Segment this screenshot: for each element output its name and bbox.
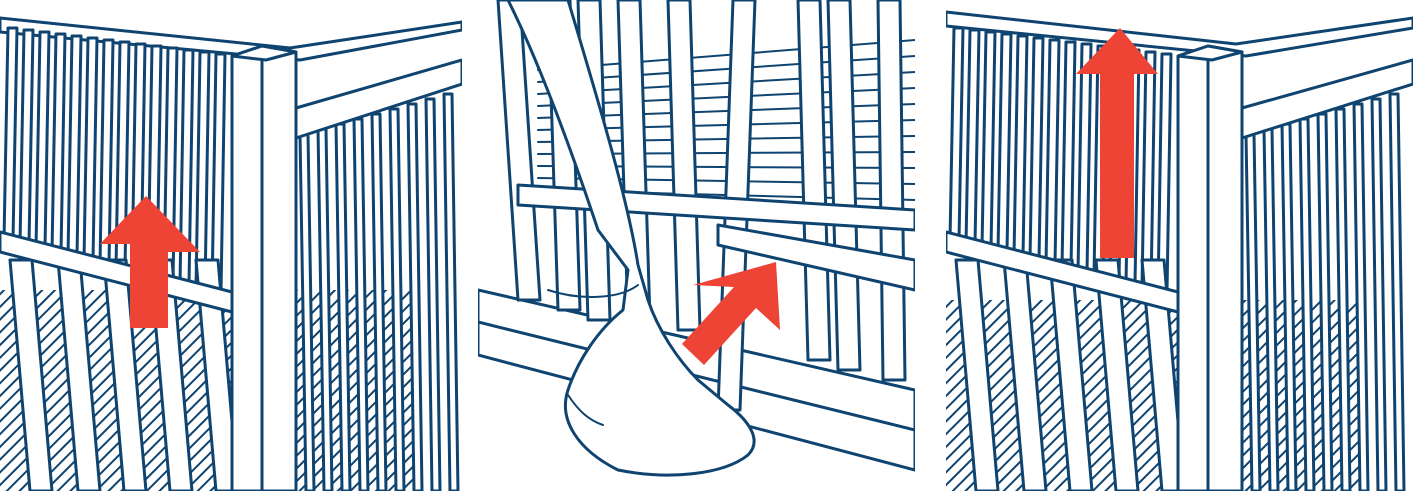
slat bbox=[20, 30, 33, 244]
step-2-panel bbox=[478, 0, 915, 491]
top-rail bbox=[946, 12, 1413, 56]
slat bbox=[998, 34, 1011, 252]
crib-corner-illustration-3 bbox=[946, 0, 1413, 491]
slat bbox=[1078, 44, 1091, 272]
slat bbox=[52, 34, 65, 252]
side-slats bbox=[300, 94, 458, 491]
slat bbox=[1142, 52, 1155, 288]
slat bbox=[68, 36, 81, 256]
slat bbox=[1046, 40, 1059, 264]
slat bbox=[1372, 99, 1386, 491]
top-rail bbox=[0, 18, 462, 60]
slat bbox=[84, 38, 97, 260]
slat bbox=[4, 28, 17, 240]
step-3-panel bbox=[946, 0, 1413, 491]
corner-post bbox=[232, 46, 296, 491]
slat bbox=[1390, 94, 1404, 491]
corner-post bbox=[1178, 46, 1242, 491]
slat bbox=[212, 54, 225, 292]
slat bbox=[1062, 42, 1075, 268]
slat bbox=[196, 52, 209, 288]
slat bbox=[798, 0, 830, 360]
slat bbox=[426, 99, 440, 491]
slat bbox=[828, 0, 860, 370]
slat bbox=[1158, 54, 1171, 292]
slat bbox=[982, 32, 995, 248]
step-1-panel bbox=[0, 0, 462, 491]
slat bbox=[1030, 38, 1043, 260]
slat bbox=[966, 30, 979, 244]
slat bbox=[950, 28, 963, 240]
slat bbox=[668, 0, 700, 330]
side-slats bbox=[1246, 94, 1404, 491]
slat bbox=[1014, 36, 1027, 256]
slat bbox=[36, 32, 49, 248]
slat bbox=[444, 94, 458, 491]
slat bbox=[878, 0, 905, 380]
foot-release-illustration bbox=[478, 0, 915, 491]
crib-corner-illustration-1 bbox=[0, 0, 462, 491]
slat bbox=[100, 40, 113, 264]
